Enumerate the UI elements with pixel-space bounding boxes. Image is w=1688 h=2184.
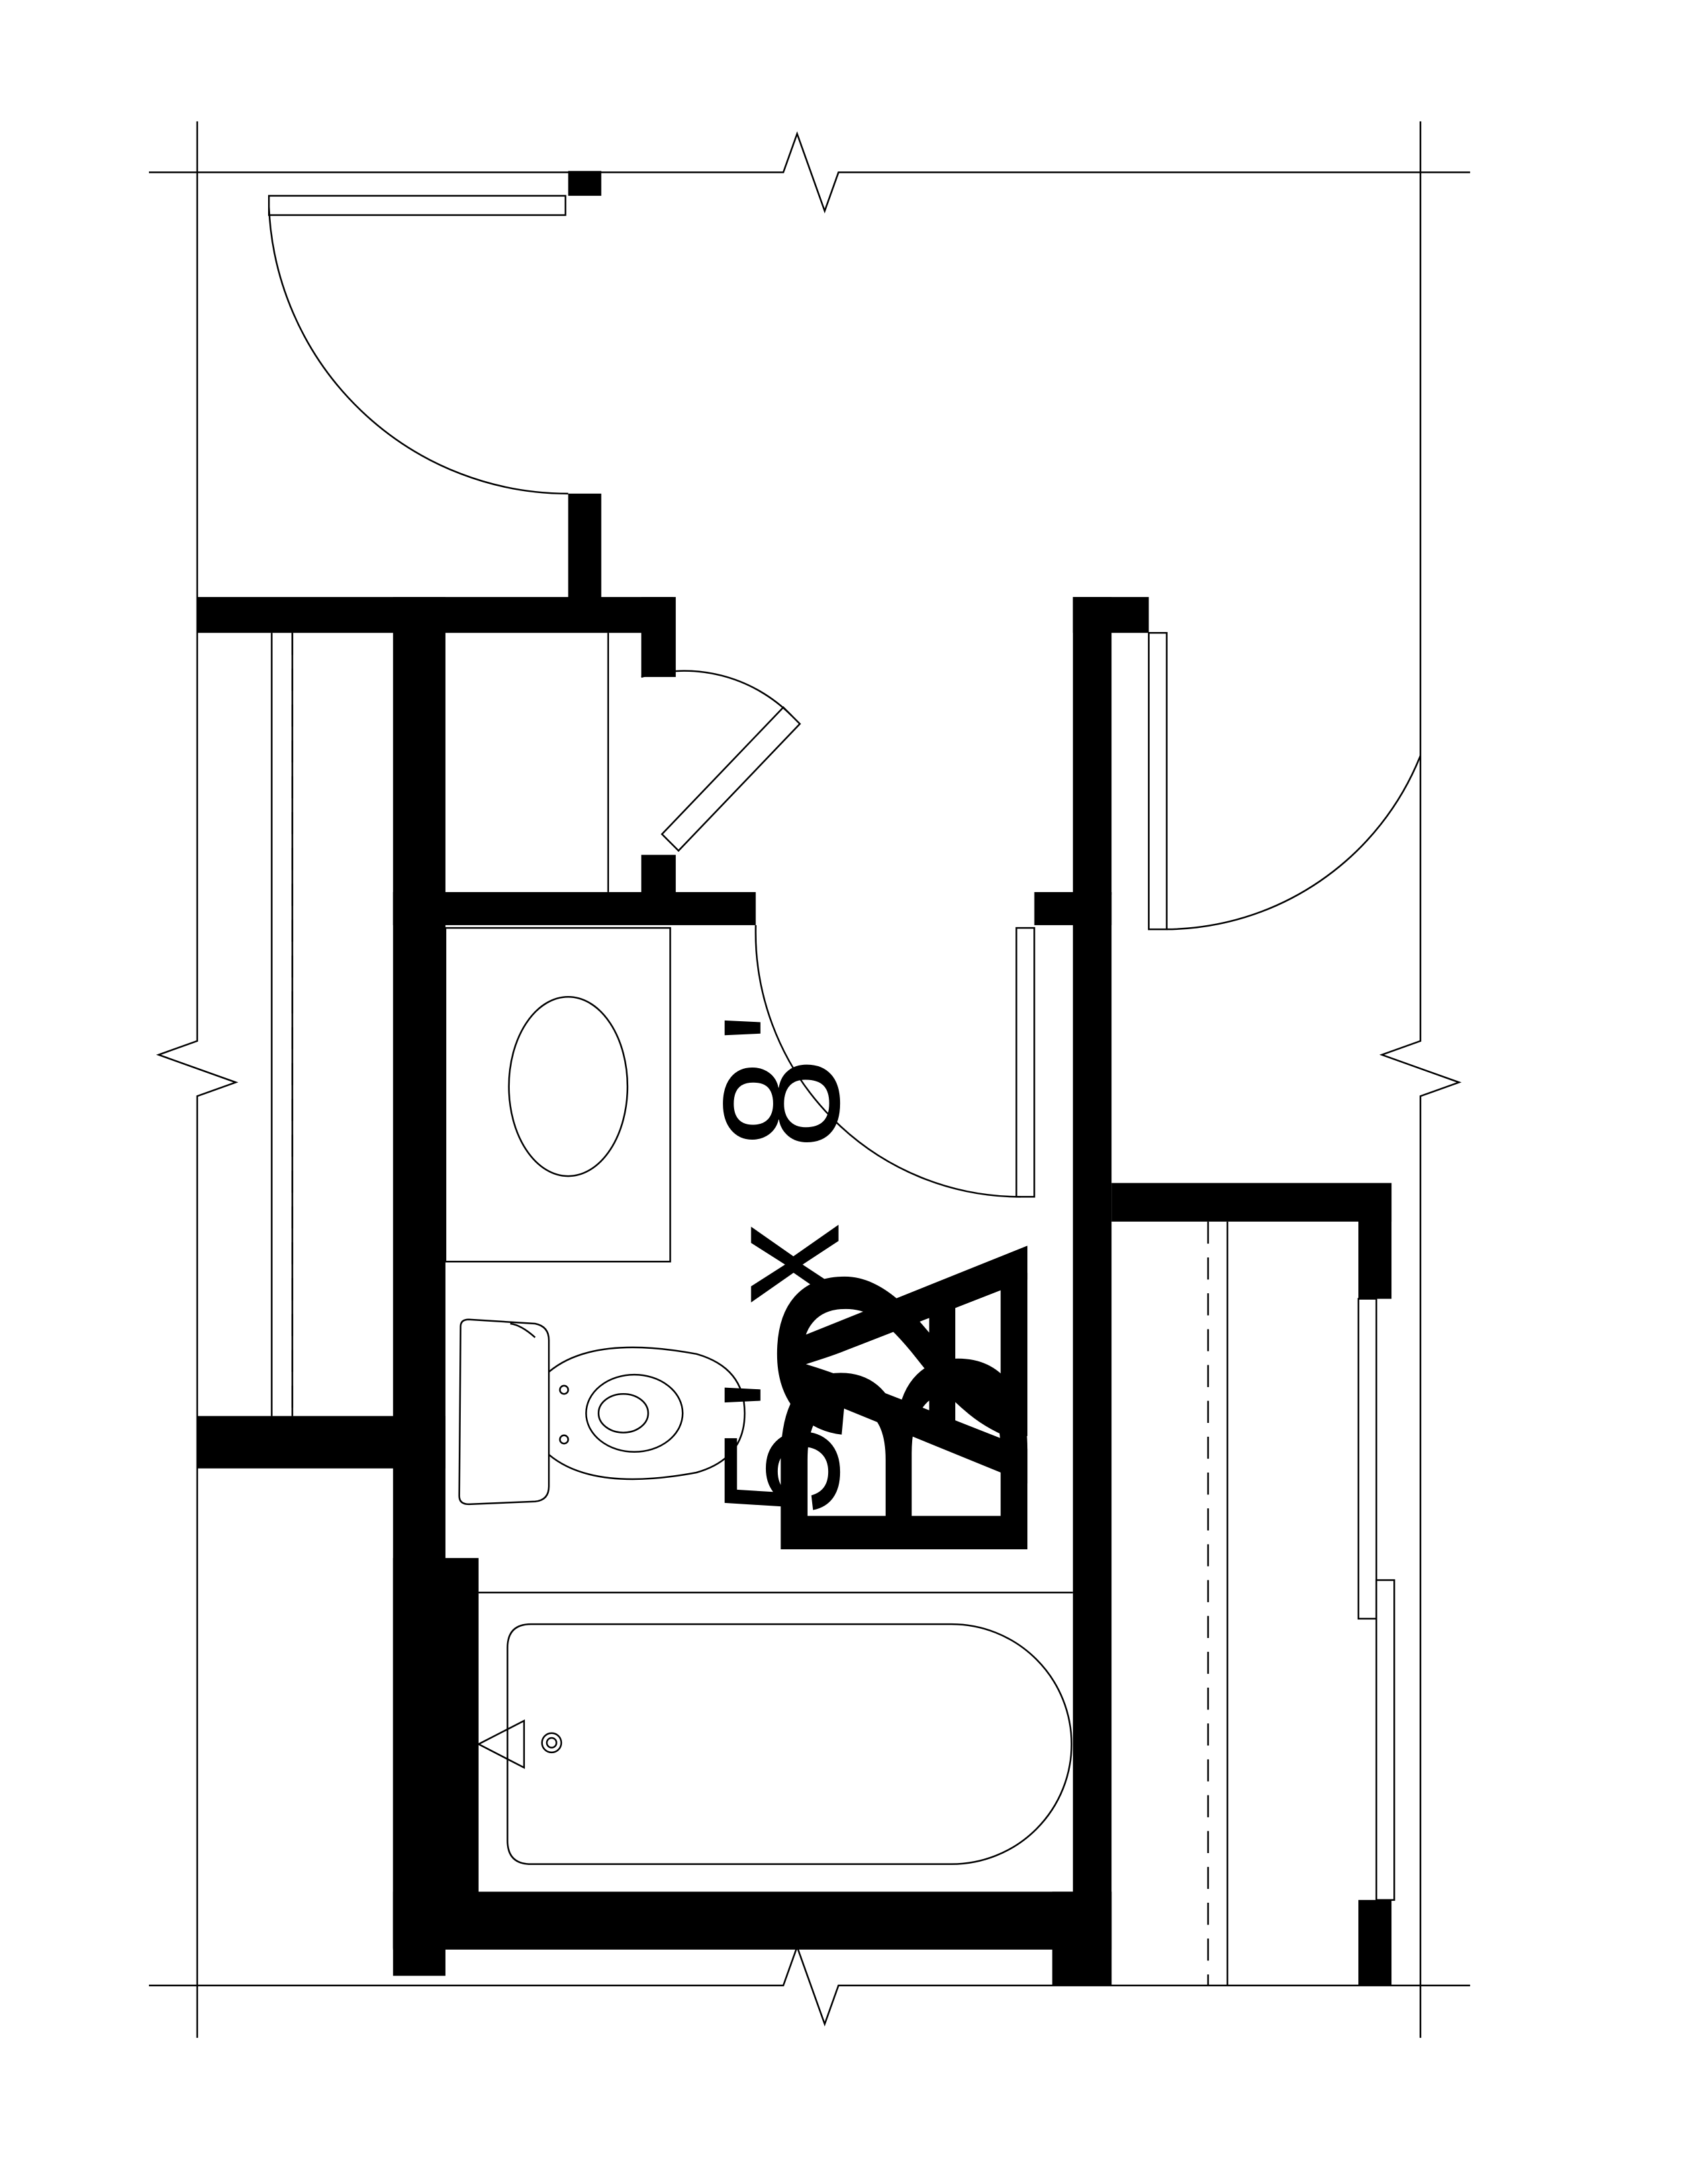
wall-right-room-side xyxy=(1358,1183,1392,1299)
vanity-counter xyxy=(444,927,671,1263)
tub-faucet xyxy=(477,1719,525,1769)
wall-right-main xyxy=(1072,891,1112,1985)
bathtub xyxy=(477,1623,1072,1865)
bath-door-leaf xyxy=(1015,927,1035,1198)
top-break-line xyxy=(149,131,1470,214)
hall-door-swing xyxy=(1166,755,1421,931)
toilet-tank xyxy=(458,1318,550,1506)
wall-closet-jamb-bottom xyxy=(641,854,676,897)
wall-right-room-bottom-jamb xyxy=(1358,1899,1392,1985)
wall-right-interior xyxy=(1072,597,1112,895)
closet-door-swing xyxy=(641,670,792,717)
wall-left-stub xyxy=(197,1416,445,1469)
hall-door-leaf xyxy=(1148,632,1168,931)
wall-bottom-stub xyxy=(1052,1891,1112,1985)
fixtures xyxy=(458,996,1072,1865)
toilet-bowl xyxy=(548,1346,746,1480)
wall-closet-divider xyxy=(393,891,756,925)
window-panel-upper xyxy=(1357,1298,1378,1620)
window-panel-lower xyxy=(1375,1579,1395,1901)
wall-right-room-top xyxy=(1111,1183,1392,1222)
toilet xyxy=(458,1318,746,1506)
wall-left-lower xyxy=(393,1558,479,1948)
entry-door-swing xyxy=(268,206,569,495)
wall-top-door-jamb xyxy=(568,171,602,196)
room-size: 5' x 8' xyxy=(689,998,874,1516)
room-label: BA 2 xyxy=(703,1227,1103,1578)
closet-door-leaf xyxy=(661,705,802,852)
wall-bottom xyxy=(393,1891,1112,1950)
toilet-seat-opening xyxy=(597,1393,649,1433)
bath-door-swing xyxy=(755,925,1021,1198)
tub-drain-inner xyxy=(545,1737,557,1749)
wall-top-stub xyxy=(568,493,602,632)
right-break-line xyxy=(1379,121,1462,2038)
entry-door-leaf xyxy=(268,195,567,216)
toilet-tank-lid-tab xyxy=(510,1322,536,1338)
walls xyxy=(197,171,1392,1985)
toilet-bolt xyxy=(559,1434,569,1445)
wall-closet-jamb-top xyxy=(641,597,676,677)
doors xyxy=(268,195,1421,1198)
sink-basin xyxy=(508,996,629,1177)
bottom-break-line xyxy=(149,1944,1470,2027)
toilet-seat xyxy=(585,1373,684,1453)
extension-lines xyxy=(149,121,1470,2038)
linework xyxy=(271,633,1395,1985)
tub-drain xyxy=(541,1732,563,1754)
tub-basin xyxy=(506,1623,1072,1865)
left-break-line xyxy=(156,121,238,2038)
toilet-bolt xyxy=(559,1385,569,1395)
